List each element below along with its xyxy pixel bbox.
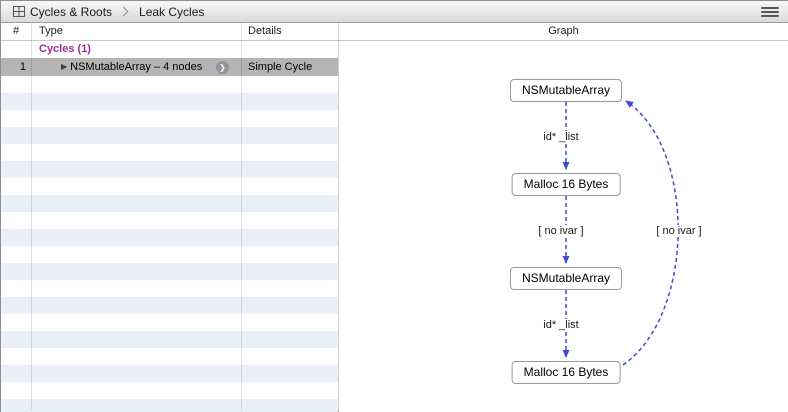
breadcrumb: Cycles & Roots Leak Cycles (1, 1, 788, 23)
row-type-label: NSMutableArray – 4 nodes (70, 61, 203, 73)
breadcrumb-item-cycles-roots[interactable]: Cycles & Roots (7, 1, 118, 23)
breadcrumb-label-leak-cycles: Leak Cycles (139, 4, 205, 19)
breadcrumb-label-cycles-roots: Cycles & Roots (30, 4, 113, 19)
graph-node-malloc-2[interactable]: Malloc 16 Bytes (511, 361, 621, 384)
row-number: 1 (19, 61, 26, 73)
chevron-separator-icon (118, 6, 129, 17)
graph-node-nsmutablearray-2[interactable]: NSMutableArray (509, 267, 623, 290)
column-divider (241, 23, 242, 411)
edge-label-no-ivar-2: [ no ivar ] (653, 225, 705, 237)
graph-node-malloc-1[interactable]: Malloc 16 Bytes (511, 173, 621, 196)
row-details-label: Simple Cycle (248, 61, 313, 73)
column-header-details[interactable]: Details (241, 23, 338, 41)
column-header-number[interactable]: # (1, 23, 31, 41)
breadcrumb-item-leak-cycles[interactable]: Leak Cycles (133, 1, 210, 23)
column-header-type[interactable]: Type (31, 23, 241, 41)
edge-label-id-list-2: id* _list (540, 319, 582, 331)
cycles-roots-grid-icon (13, 6, 25, 17)
graph-node-nsmutablearray-1[interactable]: NSMutableArray (509, 79, 623, 102)
column-divider (31, 23, 32, 411)
row-type-cell: ▶ NSMutableArray – 4 nodes (61, 58, 202, 76)
column-header-graph[interactable]: Graph (338, 23, 788, 41)
focus-chevron-circle-icon[interactable]: ❯ (216, 60, 229, 74)
table-graph-divider (338, 23, 339, 411)
hamburger-menu-icon[interactable] (761, 5, 779, 19)
disclosure-triangle-icon[interactable]: ▶ (61, 62, 68, 71)
table-row-selected[interactable]: 1 ▶ NSMutableArray – 4 nodes ❯ Simple Cy… (1, 58, 338, 76)
edge-label-no-ivar-1: [ no ivar ] (535, 225, 587, 237)
group-row-cycles[interactable]: Cycles (1) (1, 41, 338, 58)
empty-table-rows (1, 76, 338, 412)
edge-label-id-list-1: id* _list (540, 131, 582, 143)
